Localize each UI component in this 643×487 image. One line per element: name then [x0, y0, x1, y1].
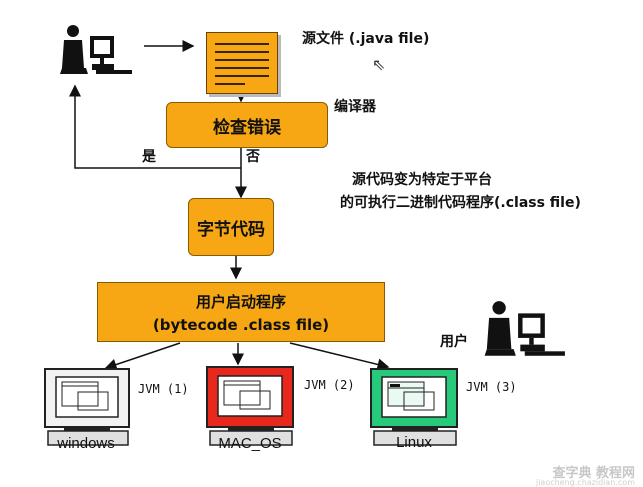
yes-label: 是 — [142, 149, 156, 165]
monitor-windows-icon — [44, 368, 130, 446]
os-label-mac: MAC_OS — [218, 435, 282, 452]
compiler-label: 编译器 — [334, 99, 376, 115]
launcher-label-line2: (bytecode .class file) — [152, 315, 330, 334]
no-label: 否 — [246, 149, 260, 165]
watermark-url: jiaocheng.chazidian.com — [535, 478, 635, 487]
jvm-label-mac: JVM (2) — [304, 378, 355, 392]
watermark: 查字典 教程网 — [552, 466, 635, 481]
developer-person-icon — [60, 25, 132, 74]
monitor-mac-icon — [206, 366, 294, 446]
arrow-to-linux — [289, 342, 390, 371]
check-errors-label: 检查错误 — [213, 117, 281, 138]
check-errors-box: 检查错误 — [166, 102, 328, 148]
transform-description-line1: 源代码变为特定于平台 — [352, 172, 492, 188]
source-file-document-icon — [206, 32, 278, 94]
launcher-box: 用户启动程序 (bytecode .class file) — [97, 282, 385, 342]
source-file-label: 源文件 (.java file) — [302, 31, 430, 47]
monitor-windows — [44, 368, 134, 448]
jvm-label-windows: JVM (1) — [138, 382, 189, 396]
arrow-to-windows — [104, 342, 181, 371]
monitor-linux — [370, 368, 462, 448]
arrow-yes-loop — [69, 84, 241, 169]
os-label-linux: Linux — [396, 434, 432, 451]
os-label-windows: windows — [57, 435, 115, 452]
monitor-mac — [206, 366, 298, 448]
jvm-label-linux: JVM (3) — [466, 380, 517, 394]
launcher-label-line1: 用户启动程序 — [195, 292, 286, 311]
bytecode-label: 字节代码 — [197, 219, 265, 240]
bytecode-box: 字节代码 — [188, 198, 274, 256]
monitor-linux-icon — [370, 368, 458, 446]
mouse-cursor-icon: ⇖ — [372, 55, 386, 74]
user-label: 用户 — [440, 334, 468, 350]
transform-description-line2: 的可执行二进制代码程序(.class file) — [340, 195, 581, 211]
user-person-icon — [484, 301, 565, 356]
